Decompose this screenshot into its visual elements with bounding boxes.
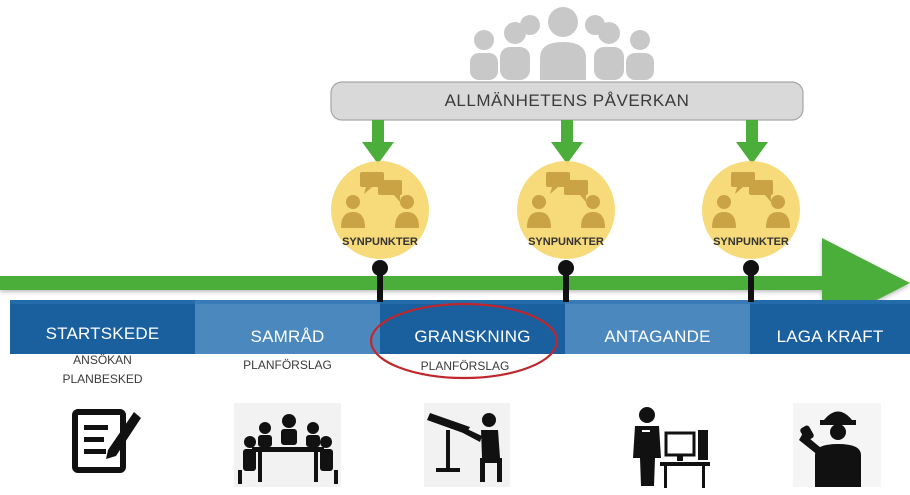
influence-label: ALLMÄNHETENS PÅVERKAN <box>444 91 690 110</box>
meeting-table-icon <box>234 403 341 487</box>
stage-band <box>10 300 910 354</box>
stage-sublabel-granskning: PLANFÖRSLAG <box>420 359 510 373</box>
timeline-pin <box>372 260 388 302</box>
comment-circle <box>702 161 800 259</box>
comment-circle <box>517 161 615 259</box>
stage-label-startskede: STARTSKEDE <box>45 324 160 343</box>
stage-sublabel-samrad: PLANFÖRSLAG <box>243 358 332 372</box>
stage-label-laga-kraft: LAGA KRAFT <box>776 327 884 346</box>
discussion-icon <box>527 172 605 228</box>
construction-worker-icon <box>793 403 881 487</box>
comment-label: SYNPUNKTER <box>528 236 604 248</box>
timeline-pin <box>743 260 759 302</box>
comment-label: SYNPUNKTER <box>713 236 789 248</box>
stage-label-granskning: GRANSKNING <box>414 327 531 346</box>
down-arrow-icon <box>362 120 394 164</box>
drafter-desk-icon <box>424 403 510 487</box>
discussion-icon <box>712 172 790 228</box>
worker-computer-icon <box>633 407 710 488</box>
down-arrow-icon <box>551 120 583 164</box>
stage-label-antagande: ANTAGANDE <box>604 327 711 346</box>
highlight-oval <box>369 302 559 380</box>
stage-label-samrad: SAMRÅD <box>250 327 325 346</box>
comment-label: SYNPUNKTER <box>342 236 418 248</box>
comment-circle <box>331 161 429 259</box>
discussion-icon <box>341 172 419 228</box>
timeline-pin <box>558 260 574 302</box>
document-edit-icon <box>72 409 141 473</box>
stage-sublabel-startskede-line1: ANSÖKAN <box>73 353 132 367</box>
down-arrow-icon <box>736 120 768 164</box>
crowd-icon <box>470 7 654 80</box>
stage-sublabel-startskede-line2: PLANBESKED <box>62 372 143 386</box>
